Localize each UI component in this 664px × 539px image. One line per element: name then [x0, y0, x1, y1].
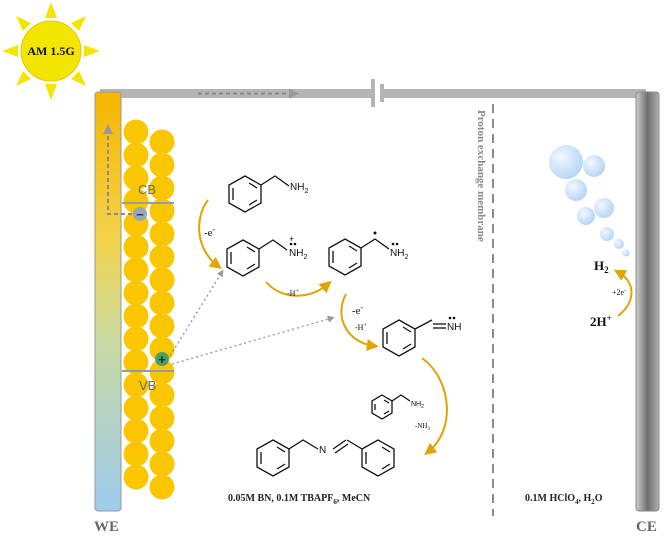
cb-label: CB	[138, 182, 156, 197]
catholyte-label: 0.1M HClO4, H2O	[525, 493, 603, 506]
external-circuit	[100, 79, 646, 107]
vb-label: VB	[139, 378, 156, 393]
imine-product-molecule	[256, 439, 395, 477]
particle	[149, 221, 175, 247]
particle	[149, 175, 175, 201]
benzylamine-reagent-molecule	[371, 394, 411, 420]
particle	[123, 165, 149, 191]
step2-arrow	[265, 280, 332, 297]
particle	[149, 382, 175, 408]
particle	[123, 188, 149, 214]
particle	[149, 313, 175, 339]
particle	[123, 234, 149, 260]
particle	[123, 119, 149, 145]
counter-electrode	[635, 91, 660, 512]
svg-text:NH2: NH2	[390, 248, 408, 261]
step4-arrow	[421, 357, 448, 455]
step3b-label: -H+	[355, 323, 367, 332]
hydrogen-bubbles	[549, 145, 630, 257]
svg-text:N: N	[319, 445, 326, 456]
electron-icon: −	[133, 207, 147, 222]
we-label: WE	[94, 519, 119, 535]
sun-icon	[2, 2, 100, 100]
step3-arrow	[340, 293, 379, 351]
anolyte-label: 0.05M BN, 0.1M TBAPF6, MeCN	[228, 493, 371, 506]
particle	[149, 129, 175, 155]
particle	[123, 418, 149, 444]
particle	[123, 464, 149, 490]
benzylamine-molecule	[228, 175, 290, 213]
particle	[123, 349, 149, 375]
particle	[123, 142, 149, 168]
svg-text:−: −	[136, 207, 144, 222]
carbon-radical-molecule	[328, 238, 390, 276]
svg-text:NH: NH	[447, 322, 461, 333]
particle	[123, 395, 149, 421]
svg-text:NH2: NH2	[290, 182, 308, 195]
hole-transfer-arrow-2	[171, 315, 335, 365]
particle	[149, 428, 175, 454]
particle	[149, 267, 175, 293]
particle	[149, 198, 175, 224]
amine-radical-cation-molecule	[226, 239, 288, 277]
her-arrow	[613, 269, 633, 317]
particle	[123, 303, 149, 329]
plus-2e-label: +2e-	[612, 288, 626, 297]
svg-text:NH2: NH2	[411, 401, 424, 410]
svg-text:+: +	[158, 352, 166, 367]
hole-transfer-arrow-1	[169, 269, 224, 357]
particle	[123, 280, 149, 306]
imine-molecule	[382, 319, 446, 357]
step2-label: -H+	[287, 289, 299, 298]
particle	[149, 405, 175, 431]
working-electrode	[94, 91, 122, 512]
ce-label: CE	[636, 519, 657, 535]
svg-text:+: +	[289, 234, 294, 244]
particle	[123, 441, 149, 467]
particle	[149, 474, 175, 500]
membrane-label: Proton exchange membrane	[475, 110, 487, 242]
electron-path-arrow	[103, 124, 132, 215]
step4-label: -NH3	[415, 422, 430, 432]
particle	[149, 290, 175, 316]
particle	[123, 326, 149, 352]
particle	[149, 244, 175, 270]
particle	[149, 336, 175, 362]
step1-label: -e-	[204, 225, 216, 239]
particle	[149, 152, 175, 178]
particle	[123, 372, 149, 398]
h2-label: H2	[594, 258, 609, 275]
semiconductor-particles	[123, 119, 175, 500]
particle	[149, 451, 175, 477]
hole-icon: +	[155, 352, 169, 367]
step1-arrow	[198, 199, 222, 269]
two-h-label: 2H+	[590, 313, 612, 329]
svg-text:NH2: NH2	[289, 248, 307, 261]
sun-label: AM 1.5G	[27, 44, 74, 58]
particle	[123, 257, 149, 283]
step3a-label: -e-	[352, 303, 364, 317]
